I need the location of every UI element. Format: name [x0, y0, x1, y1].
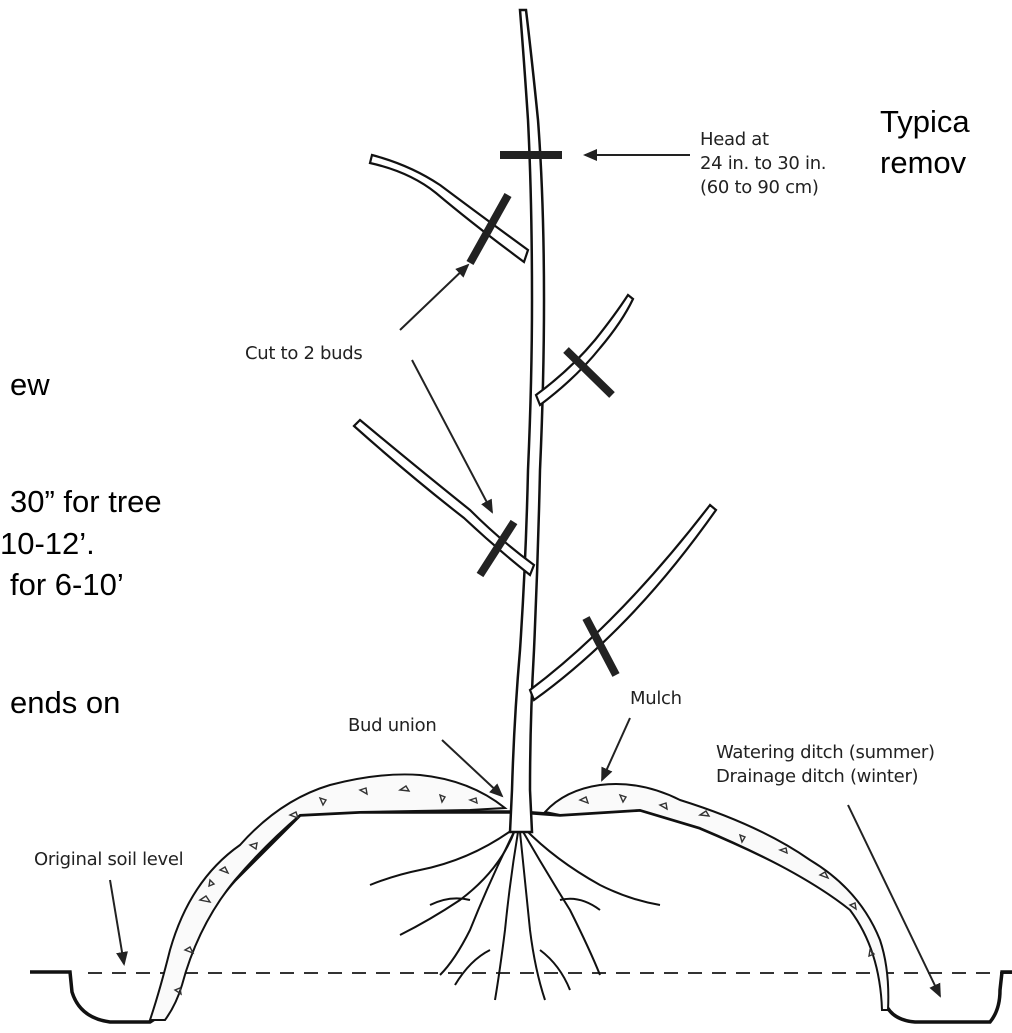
right-text-line-2: remov	[880, 145, 966, 181]
trunk	[510, 10, 544, 832]
right-text-line-1: Typica	[880, 104, 970, 140]
left-text-line-5: ends on	[10, 685, 120, 721]
head-label-line-2: 24 in. to 30 in.	[700, 152, 826, 175]
drainage-ditch-label: Drainage ditch (winter)	[716, 765, 918, 788]
watering-ditch-label: Watering ditch (summer)	[716, 741, 935, 764]
head-label-line-1: Head at	[700, 128, 769, 151]
roots	[370, 828, 660, 1000]
left-text-line-2: 30” for tree	[10, 484, 162, 520]
head-label-line-3: (60 to 90 cm)	[700, 176, 819, 199]
bud-union-label: Bud union	[348, 714, 436, 737]
mulch-label: Mulch	[630, 687, 682, 710]
left-text-line-4: for 6-10’	[10, 567, 124, 603]
left-text-line-1: ew	[10, 367, 50, 403]
original-soil-label: Original soil level	[34, 848, 183, 871]
cut-label: Cut to 2 buds	[245, 342, 362, 365]
mulch-right	[545, 784, 888, 1010]
left-text-line-3: 10-12’.	[0, 526, 95, 562]
